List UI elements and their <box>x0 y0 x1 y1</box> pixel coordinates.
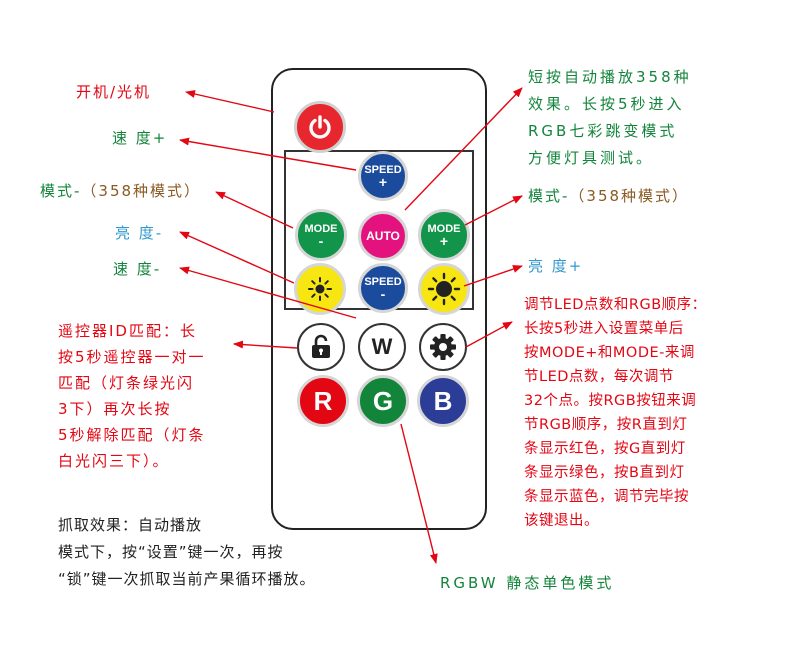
arrow-lock <box>233 340 298 349</box>
auto-button[interactable]: AUTO <box>358 211 408 261</box>
blue-label: B <box>433 385 453 416</box>
annotation-mode-minus: 模式-（358种模式） <box>40 180 201 202</box>
annotation-power: 开机/光机 <box>76 83 152 101</box>
arrow-power <box>185 90 275 113</box>
power-icon <box>309 115 331 139</box>
arrow-mode-plus <box>464 195 523 226</box>
speed-down-sign: - <box>380 285 386 302</box>
annotation-mode-plus-paren: （358种模式） <box>569 187 690 205</box>
speed-up-label: SPEED <box>364 163 402 176</box>
annotation-mode-plus-label: 模式- <box>528 187 570 205</box>
arrow-gear <box>465 321 513 348</box>
annotation-pairing: 遥控器ID匹配：长 按5秒遥控器一对一 匹配（灯条绿光闪 3下）再次长按 5秒解… <box>58 322 206 470</box>
mode-plus-label: MODE <box>427 222 461 235</box>
arrow-brightness-up <box>463 265 523 287</box>
mode-minus-sign: - <box>318 232 324 249</box>
annotation-capture: 抓取效果：自动播放 模式下，按“设置”键一次，再按 “锁”键一次抓取当前产果循环… <box>58 516 316 588</box>
annotation-rgbw: RGBW 静态单色模式 <box>440 574 615 592</box>
lock-icon <box>312 334 330 358</box>
speed-down-label: SPEED <box>364 275 402 288</box>
mode-minus-label: MODE <box>304 222 338 235</box>
green-label: G <box>372 385 394 416</box>
arrow-speed-down <box>179 266 357 319</box>
annotation-brightness-down: 亮 度- <box>115 224 164 242</box>
speed-up-button[interactable]: SPEED + <box>358 151 408 201</box>
auto-label: AUTO <box>366 228 400 243</box>
speed-up-sign: + <box>378 173 388 190</box>
annotation-mode-minus-label: 模式- <box>40 182 82 200</box>
arrow-auto <box>404 87 523 211</box>
arrow-rgbw <box>400 423 438 564</box>
mode-plus-sign: + <box>439 232 449 249</box>
annotation-speed-down: 速 度- <box>113 260 162 278</box>
settings-button[interactable] <box>419 323 467 371</box>
annotation-mode-minus-paren: （358种模式） <box>81 182 202 200</box>
annotation-settings: 调节LED点数和RGB顺序： 长按5秒进入设置菜单后 按MODE+和MODE-来… <box>524 297 707 529</box>
annotation-mode-plus: 模式-（358种模式） <box>528 185 689 207</box>
blue-button[interactable]: B <box>417 375 469 427</box>
lock-button[interactable] <box>297 323 345 371</box>
white-label: W <box>371 334 393 359</box>
white-button[interactable]: W <box>358 323 406 371</box>
green-button[interactable]: G <box>357 375 409 427</box>
mode-plus-button[interactable]: MODE + <box>418 209 470 261</box>
red-button[interactable]: R <box>297 375 349 427</box>
arrow-brightness-down <box>179 231 295 284</box>
arrow-speed-up <box>179 137 357 171</box>
speed-down-button[interactable]: SPEED - <box>358 263 408 313</box>
sun-large-icon <box>427 272 461 306</box>
annotation-speed-up: 速 度+ <box>112 129 168 147</box>
power-button[interactable] <box>294 101 346 153</box>
red-label: R <box>313 385 333 416</box>
gear-icon <box>430 334 456 360</box>
brightness-up-button[interactable] <box>418 263 470 315</box>
sun-small-icon <box>308 277 332 301</box>
annotation-auto: 短按自动播放358种 效果。长按5秒进入 RGB七彩跳变模式 方便灯具测试。 <box>528 68 692 167</box>
mode-minus-button[interactable]: MODE - <box>295 209 347 261</box>
annotation-brightness-up: 亮 度+ <box>528 257 584 275</box>
brightness-down-button[interactable] <box>294 263 346 315</box>
arrow-mode-minus <box>215 191 294 229</box>
